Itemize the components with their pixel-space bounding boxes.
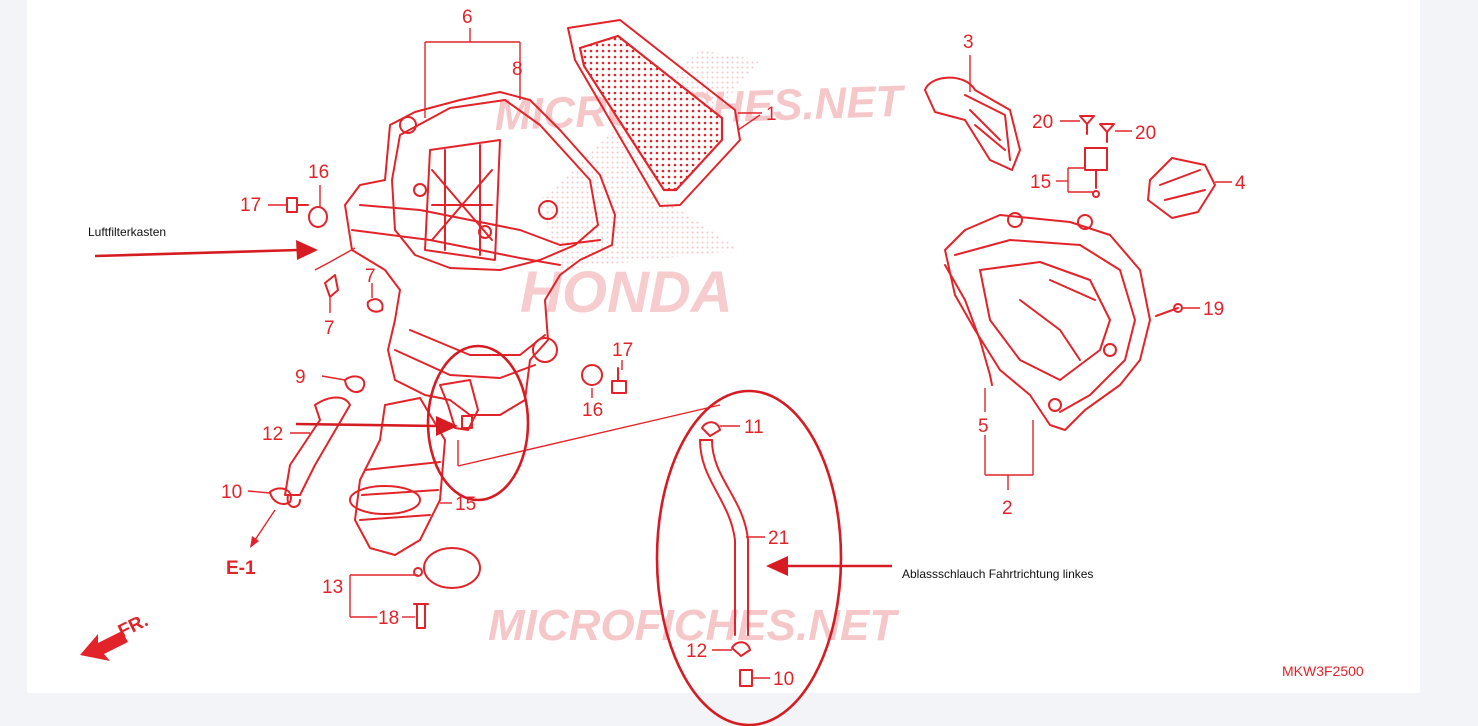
watermark-bottom: MICROFICHES.NET — [488, 601, 899, 650]
intake-funnel — [924, 76, 1021, 171]
label-part-7-lower: 7 — [324, 318, 335, 339]
drain-spigot-arrow — [295, 422, 437, 428]
reference-code: MKW3F2500 — [1282, 663, 1364, 679]
clip-10-lower — [269, 487, 292, 505]
label-part-12-bottom: 12 — [686, 641, 707, 662]
label-part-7-upper: 7 — [365, 266, 376, 287]
screw-20-right — [1099, 123, 1115, 143]
annotations: Luftfilterkasten Ablassschlauch Fahrtric… — [88, 225, 1093, 726]
diagram-panel — [27, 0, 1420, 693]
bolt-17-right — [611, 367, 627, 394]
breather-tube — [284, 396, 351, 508]
sensor-15 — [1084, 147, 1108, 198]
drain-hose-annotation: Ablassschlauch Fahrtrichtung linkes — [902, 567, 1093, 581]
label-part-3: 3 — [963, 32, 974, 53]
airbox-housing — [344, 91, 616, 431]
label-part-4: 4 — [1235, 173, 1246, 194]
label-part-6: 6 — [462, 7, 473, 28]
label-part-16-left: 16 — [308, 162, 329, 183]
label-part-16-right: 16 — [582, 400, 603, 421]
drain-spigot-arrowhead — [436, 416, 458, 436]
label-part-20-right: 20 — [1135, 123, 1156, 144]
airbox-arrow — [94, 248, 299, 258]
label-part-1: 1 — [766, 104, 777, 125]
drain-hose-callout — [655, 389, 843, 726]
drain-hose — [699, 439, 749, 636]
label-part-10-lower: 10 — [221, 482, 242, 503]
drain-spigot-callout — [426, 344, 530, 502]
airbox-arrowhead — [296, 240, 318, 260]
label-part-9: 13 — [322, 577, 343, 598]
part-labels: 6 8 1 16 17 7 7 9 12 10 E-1 15 13 18 17 … — [221, 7, 1364, 690]
label-part-8: 8 — [512, 59, 523, 80]
exit-reference: E-1 — [226, 558, 256, 579]
label-part-21: 21 — [768, 528, 789, 549]
label-part-17-right: 17 — [612, 340, 633, 361]
leader-lines — [247, 28, 1232, 679]
label-part-5: 5 — [978, 416, 989, 437]
label-part-12-top: 11 — [744, 417, 764, 438]
hose-clamp — [413, 547, 481, 589]
bolt-18 — [413, 603, 429, 629]
hose-clip-12-top — [701, 421, 721, 437]
grommet-16-left — [308, 206, 328, 228]
hose-clip-12-bottom — [731, 641, 751, 657]
airbox-cover-assembly — [944, 212, 1151, 431]
clip-7-lower — [324, 274, 339, 298]
label-part-14: 12 — [262, 424, 283, 445]
label-part-10-upper: 9 — [295, 367, 306, 388]
duct-piece — [1147, 157, 1216, 219]
label-part-15: 15 — [1030, 172, 1051, 193]
grommet-16-right — [581, 364, 603, 386]
label-part-17-left: 17 — [240, 195, 261, 216]
clip-7-upper — [366, 298, 384, 313]
screw-20-left — [1079, 115, 1095, 135]
label-part-11: 10 — [773, 669, 794, 690]
brand-watermark: HONDA — [520, 260, 733, 325]
air-filter-element — [567, 19, 761, 207]
clip-10-upper — [344, 375, 366, 393]
label-part-20-left: 20 — [1032, 112, 1053, 133]
label-part-18: 18 — [378, 608, 399, 629]
label-part-2: 2 — [1002, 498, 1013, 519]
airbox-annotation: Luftfilterkasten — [88, 225, 166, 239]
label-part-19: 19 — [1203, 299, 1224, 320]
drain-hose-arrowhead — [766, 556, 788, 576]
